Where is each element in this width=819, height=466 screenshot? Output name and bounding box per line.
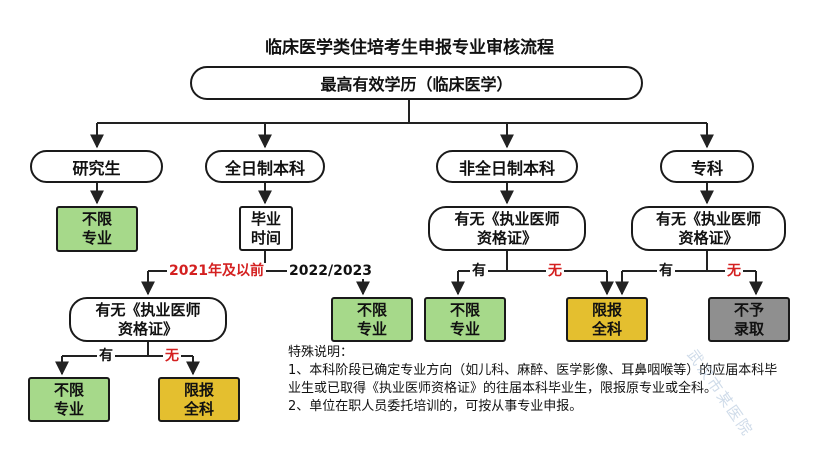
result-parttime-none-limited: 限报 全科 <box>566 297 648 342</box>
edge-label-none: 无 <box>725 263 743 279</box>
license-line1: 有无《执业医师 <box>454 209 560 228</box>
edge-label-has: 有 <box>470 263 488 279</box>
note-heading: 特殊说明： <box>288 345 354 360</box>
root-node: 最高有效学历（临床医学） <box>190 66 643 100</box>
node-postgrad: 研究生 <box>30 150 163 183</box>
result-line1: 不予 <box>733 300 764 319</box>
node-fulltime: 全日制本科 <box>205 150 325 183</box>
license-line2: 资格证》 <box>476 228 537 247</box>
license-line1: 有无《执业医师 <box>655 209 761 228</box>
node-license-college: 有无《执业医师 资格证》 <box>631 206 786 251</box>
edge-label-none: 无 <box>163 348 181 364</box>
result-line2: 专业 <box>53 399 84 418</box>
graduation-line1: 毕业 <box>250 209 281 228</box>
license-line2: 资格证》 <box>117 319 178 338</box>
result-fulltime-old-none-limited: 限报 全科 <box>158 377 240 422</box>
edge-label-has: 有 <box>97 348 115 364</box>
result-line1: 限报 <box>183 380 214 399</box>
edge-label-2022-2023: 2022/2023 <box>287 263 375 279</box>
node-license-fulltime-old: 有无《执业医师 资格证》 <box>69 297 227 342</box>
result-line2: 专业 <box>81 229 112 247</box>
result-postgrad-unlimited: 不限 专业 <box>56 206 138 252</box>
result-line1: 限报 <box>591 300 622 319</box>
result-line1: 不限 <box>356 300 387 319</box>
result-line2: 专业 <box>356 319 387 338</box>
chart-title: 临床医学类住培考生申报专业审核流程 <box>265 38 554 58</box>
license-line2: 资格证》 <box>678 228 739 247</box>
result-line2: 专业 <box>449 319 480 338</box>
result-line1: 不限 <box>81 210 112 228</box>
edge-label-none: 无 <box>546 263 564 279</box>
result-parttime-has-unlimited: 不限 专业 <box>424 297 506 342</box>
node-college: 专科 <box>660 150 754 183</box>
special-note: 特殊说明： 1、本科阶段已确定专业方向（如儿科、麻醉、医学影像、耳鼻咽喉等）的应… <box>288 344 788 416</box>
result-fulltime-new-unlimited: 不限 专业 <box>331 297 413 342</box>
result-line1: 不限 <box>53 380 84 399</box>
graduation-line2: 时间 <box>250 228 281 247</box>
result-line1: 不限 <box>449 300 480 319</box>
node-parttime: 非全日制本科 <box>436 150 578 183</box>
result-college-none-rejected: 不予 录取 <box>708 297 790 342</box>
note-item-2: 2、单位在职人员委托培训的，可按从事专业申报。 <box>288 399 583 414</box>
license-line1: 有无《执业医师 <box>95 300 201 319</box>
result-line2: 录取 <box>733 319 764 338</box>
result-line2: 全科 <box>183 399 214 418</box>
edge-label-has: 有 <box>657 263 675 279</box>
result-line2: 全科 <box>591 319 622 338</box>
result-fulltime-old-has-unlimited: 不限 专业 <box>28 377 110 422</box>
edge-label-before-2021: 2021年及以前 <box>167 263 266 279</box>
node-graduation-time: 毕业 时间 <box>239 206 293 251</box>
note-item-1: 1、本科阶段已确定专业方向（如儿科、麻醉、医学影像、耳鼻咽喉等）的应届本科毕业生… <box>288 363 778 396</box>
node-license-parttime: 有无《执业医师 资格证》 <box>428 206 586 251</box>
